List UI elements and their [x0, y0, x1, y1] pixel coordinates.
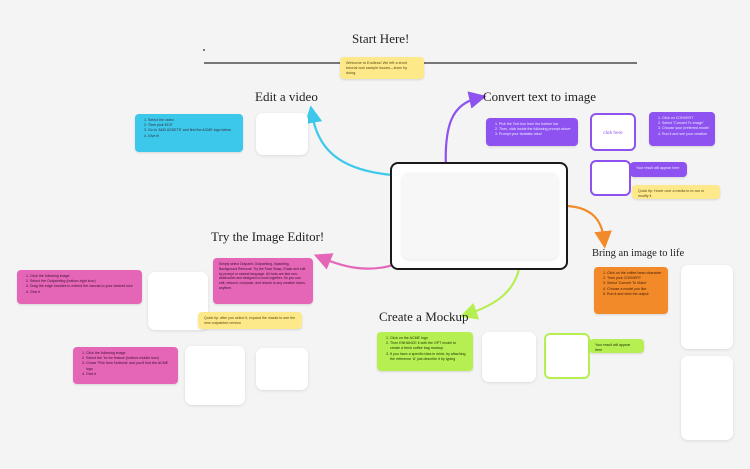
- mockup-steps-note[interactable]: Click on the ACME logo Then ENHANCE it w…: [377, 332, 473, 371]
- bring-to-life-steps-note[interactable]: Click on the coffee bean character Then …: [594, 267, 668, 314]
- convert-text-step: Pick the Text box from the bottom bar: [499, 122, 572, 127]
- image-editor-info-text: Simply select Outpaint, Outpainting, Inp…: [219, 262, 306, 290]
- convert-text-step: Prompt your fantastic idea!: [499, 132, 572, 137]
- arrow-bring-to-life: [567, 204, 612, 249]
- image-editor-step2: Select the 'Im for feature (bottom-middl…: [86, 356, 172, 361]
- bring-to-life-step: Click on the coffee bean character: [607, 271, 662, 276]
- convert-result-text: Your result will appear here: [636, 166, 680, 170]
- editor-logo-card[interactable]: [256, 348, 308, 390]
- mockup-result-note[interactable]: Your result will appear here: [589, 339, 644, 353]
- convert-text-steps-note[interactable]: Pick the Text box from the bottom bar Th…: [486, 118, 578, 146]
- image-editor-step: Click the following image: [30, 274, 136, 279]
- edit-video-step: Then pick EDIT: [148, 123, 237, 128]
- image-editor-step: Select the Outpainting (bottom-right ico…: [30, 279, 136, 284]
- video-output-card[interactable]: [681, 356, 733, 440]
- edit-video-title: Edit a video: [255, 89, 318, 104]
- coffee-character-card[interactable]: [681, 265, 733, 349]
- mockup-result-frame[interactable]: [544, 333, 590, 379]
- mockup-step: Click on the ACME logo: [390, 336, 467, 341]
- convert-tip-note[interactable]: Quick tip: Hover over a media to re-run …: [632, 185, 720, 199]
- bring-to-life-step: Run it and view the output: [607, 292, 662, 297]
- image-editor-steps-note[interactable]: Click the following image Select the Out…: [17, 270, 142, 304]
- arrow-convert-text: [444, 91, 487, 171]
- convert-side-steps-note[interactable]: Click on CONVERT Select "Convert To Imag…: [649, 112, 715, 146]
- bring-to-life-step: Select 'Convert To Video': [607, 281, 662, 286]
- image-editor-step: Give it: [30, 290, 136, 295]
- center-media-card[interactable]: [402, 173, 558, 259]
- mockup-result-text: Your result will appear here: [595, 343, 631, 353]
- convert-side-step: Choose your preferred model: [662, 126, 709, 131]
- center-canvas-frame: [390, 162, 568, 270]
- editor-image-card-2[interactable]: [185, 346, 245, 405]
- acme-logo-card[interactable]: [482, 332, 536, 382]
- convert-result-note[interactable]: Your result will appear here: [630, 162, 687, 177]
- arrow-edit-video: [304, 105, 393, 177]
- image-editor-title: Try the Image Editor!: [211, 229, 325, 244]
- bring-to-life-step: Choose a model you like: [607, 287, 662, 292]
- edit-video-steps-note[interactable]: Select the video Then pick EDIT Go to 'A…: [135, 114, 243, 152]
- image-editor-tip-note[interactable]: Quick tip: after you select it, expand t…: [198, 312, 302, 329]
- image-editor-step2: Give it: [86, 372, 172, 377]
- edit-video-step: Go to 'ADD ASSETS' and find the ACME log…: [148, 128, 237, 133]
- welcome-note[interactable]: Welcome to Endless! We left a short tuto…: [340, 57, 424, 79]
- bring-to-life-title: Bring an image to life: [592, 248, 685, 259]
- convert-side-step: Click on CONVERT: [662, 116, 709, 121]
- mockup-title: Create a Mockup: [379, 309, 469, 324]
- click-here-label: click here: [603, 129, 623, 135]
- convert-side-step: Select "Convert To Image": [662, 121, 709, 126]
- mockup-step: Then ENHANCE it with the GPT model to cr…: [390, 341, 467, 351]
- convert-tip-text: Quick tip: Hover over a media to re-run …: [638, 189, 705, 199]
- bring-to-life-step: Then pick CONVERT: [607, 276, 662, 281]
- image-editor-info-note[interactable]: Simply select Outpaint, Outpainting, Inp…: [213, 258, 313, 304]
- mockup-step: If you have a specific idea in mind, try…: [390, 352, 467, 362]
- edit-video-step: Give it!: [148, 134, 237, 139]
- page-title: Start Here!: [352, 31, 410, 46]
- image-editor-step2: Click the following image: [86, 351, 172, 356]
- image-editor-step2: Chose 'Pick from Notbook' and you'll fin…: [86, 361, 172, 371]
- image-editor-step: Drag the edge handles to extend the canv…: [30, 284, 136, 289]
- convert-side-step: Run it and see your creation: [662, 132, 709, 137]
- image-editor-tip-text: Quick tip: after you select it, expand t…: [204, 316, 296, 326]
- edit-video-step: Select the video: [148, 118, 237, 123]
- convert-result-frame[interactable]: [590, 160, 631, 196]
- welcome-note-text: Welcome to Endless! We left a short tuto…: [346, 61, 408, 76]
- convert-text-step: Then, click inside the following prompt …: [499, 127, 572, 132]
- text-prompt-box[interactable]: click here: [590, 113, 636, 151]
- arrow-mockup: [459, 263, 522, 320]
- image-editor-steps2-note[interactable]: Click the following image Select the 'Im…: [73, 347, 178, 384]
- convert-text-title: Convert text to image: [483, 89, 597, 104]
- video-media-card[interactable]: [256, 113, 308, 155]
